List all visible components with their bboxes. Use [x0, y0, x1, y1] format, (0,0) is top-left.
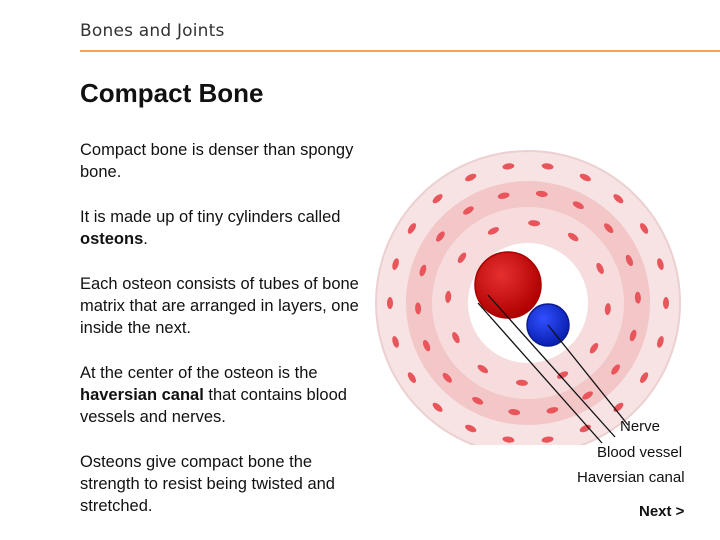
paragraph-haversian-text-a: At the center of the osteon is the [80, 364, 318, 382]
header-rule [80, 50, 720, 52]
section-title: Bones and Joints [80, 21, 225, 41]
paragraph-osteons-text-a: It is made up of tiny cylinders called [80, 208, 340, 226]
paragraph-osteons-text-b: . [143, 230, 148, 248]
osteocyte [663, 297, 669, 309]
paragraph-layers: Each osteon consists of tubes of bone ma… [80, 273, 365, 339]
paragraph-layers-text: Each osteon consists of tubes of bone ma… [80, 275, 359, 337]
label-nerve: Nerve [620, 418, 660, 435]
paragraph-density: Compact bone is denser than spongy bone. [80, 139, 365, 183]
osteon-diagram [370, 145, 690, 445]
label-haversian-canal: Haversian canal [577, 469, 685, 486]
label-blood-vessel: Blood vessel [597, 444, 682, 461]
paragraph-osteons: It is made up of tiny cylinders called o… [80, 206, 365, 250]
paragraph-haversian: At the center of the osteon is the haver… [80, 362, 365, 428]
paragraph-strength-text: Osteons give compact bone the strength t… [80, 453, 335, 515]
term-osteons: osteons [80, 230, 143, 248]
osteocyte [387, 297, 393, 309]
paragraph-strength: Osteons give compact bone the strength t… [80, 451, 365, 517]
next-button[interactable]: Next > [639, 503, 684, 520]
page-title: Compact Bone [80, 78, 263, 109]
term-haversian-canal: haversian canal [80, 386, 204, 404]
paragraph-density-text: Compact bone is denser than spongy bone. [80, 141, 353, 181]
blood-vessel [475, 252, 541, 318]
